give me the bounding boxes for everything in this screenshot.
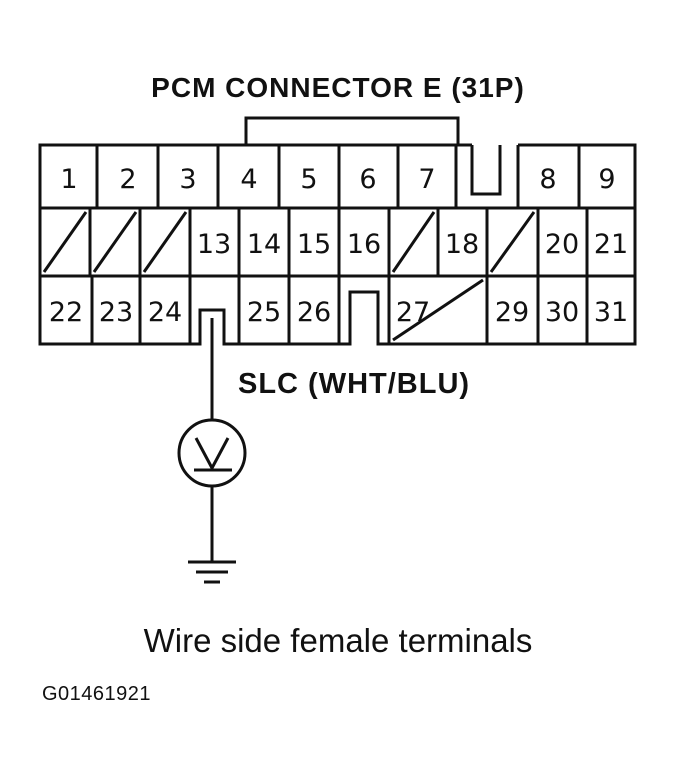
- pin-label: 23: [99, 297, 133, 328]
- pin-label: 13: [197, 229, 231, 260]
- pin-label: 9: [598, 164, 615, 195]
- connector-lock-tab: [244, 116, 460, 145]
- connector-title: PCM CONNECTOR E (31P): [151, 72, 525, 103]
- pin-label: 30: [545, 297, 579, 328]
- pin-label: 1: [60, 164, 77, 195]
- caption: Wire side female terminals: [143, 622, 533, 659]
- connector-outline: [38, 143, 637, 346]
- empty-cavity-19: [489, 211, 536, 273]
- pin-row-3: 22 23 24 25 26 27 29 30 31: [49, 297, 628, 328]
- connector-key-notch: [470, 145, 502, 196]
- pin-label: 7: [418, 164, 435, 195]
- pin-label: 16: [347, 229, 381, 260]
- pin-label: 22: [49, 297, 83, 328]
- pin-row-1: 1 2 3 4 5 6 7 8 9: [60, 164, 615, 195]
- pin-label: 24: [148, 297, 182, 328]
- pin-label: 29: [495, 297, 529, 328]
- pin-label: 18: [445, 229, 479, 260]
- pin-label: 26: [297, 297, 331, 328]
- empty-cavity-17: [391, 211, 436, 273]
- pin-label: 27: [396, 297, 430, 328]
- wire-label: SLC (WHT/BLU): [238, 368, 471, 400]
- figure-id: G01461921: [42, 683, 152, 705]
- empty-cavity-10: [42, 211, 88, 273]
- pin-label: 3: [179, 164, 196, 195]
- pin-row-2: 13 14 15 16 18 20 21: [197, 229, 628, 260]
- empty-cavity-11: [92, 211, 138, 273]
- pin-label: 25: [247, 297, 281, 328]
- pin-label: 5: [300, 164, 317, 195]
- pin-label: 2: [119, 164, 136, 195]
- pin-label: 21: [594, 229, 628, 260]
- pin-label: 4: [240, 164, 257, 195]
- pin-label: 8: [539, 164, 556, 195]
- pin-label: 31: [594, 297, 628, 328]
- voltmeter-v-symbol: [194, 437, 232, 472]
- pin-label: 14: [247, 229, 281, 260]
- empty-cavity-28: [392, 278, 484, 342]
- empty-cavity-12: [142, 211, 188, 273]
- pin-label: 20: [545, 229, 579, 260]
- pin-label: 6: [359, 164, 376, 195]
- voltmeter-icon: [177, 418, 247, 488]
- pin-label: 15: [297, 229, 331, 260]
